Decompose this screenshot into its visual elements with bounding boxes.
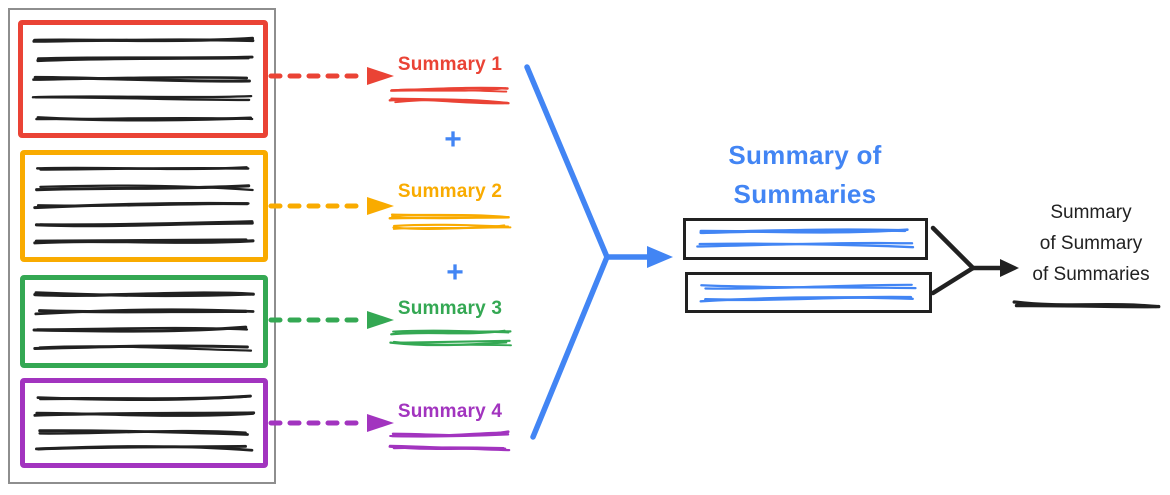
summary-of-summaries-box-2 xyxy=(685,272,932,313)
document-1-text-scribble xyxy=(31,36,255,122)
summary-3-scribble xyxy=(389,329,512,347)
plus-operator-2: + xyxy=(446,256,464,289)
summary-of-summaries-scribble-2 xyxy=(699,283,917,303)
document-2 xyxy=(20,150,268,262)
document-4 xyxy=(20,378,268,468)
final-summary-scribble xyxy=(1012,300,1161,309)
summary-1-scribble xyxy=(388,86,510,105)
final-summary-label-line3: of Summaries xyxy=(1032,264,1150,285)
summary-of-summaries-title-line1: Summary of xyxy=(728,140,882,170)
final-merge-arrow xyxy=(930,225,1019,296)
summary-3-label: Summary 3 xyxy=(397,298,503,319)
dashed-arrow-4 xyxy=(268,414,394,432)
document-1 xyxy=(18,20,268,138)
summary-2-scribble xyxy=(388,213,512,230)
dashed-arrow-3 xyxy=(268,311,394,329)
plus-operator-1: + xyxy=(444,123,462,156)
document-4-text-scribble xyxy=(33,394,256,452)
document-2-text-scribble xyxy=(33,166,255,245)
document-3 xyxy=(20,275,268,368)
summary-1-label: Summary 1 xyxy=(397,54,503,75)
summary-of-summaries-box-1 xyxy=(683,218,928,260)
summary-4-scribble xyxy=(388,430,511,452)
final-summary-label-line1: Summary xyxy=(1050,202,1132,223)
summary-of-summaries-scribble-1 xyxy=(696,228,915,249)
summary-2-label: Summary 2 xyxy=(397,181,503,202)
merge-arrow xyxy=(524,64,673,440)
document-3-text-scribble xyxy=(32,291,255,352)
summary-of-summaries-title-line2: Summaries xyxy=(733,179,877,209)
dashed-arrow-2 xyxy=(268,197,394,215)
summary-of-summaries-title: Summary of Summaries xyxy=(705,136,905,214)
summary-4-label: Summary 4 xyxy=(397,401,503,422)
final-summary-label: Summary of Summary of Summaries xyxy=(1012,197,1170,290)
final-summary-label-line2: of Summary xyxy=(1039,233,1143,254)
dashed-arrow-1 xyxy=(268,67,394,85)
